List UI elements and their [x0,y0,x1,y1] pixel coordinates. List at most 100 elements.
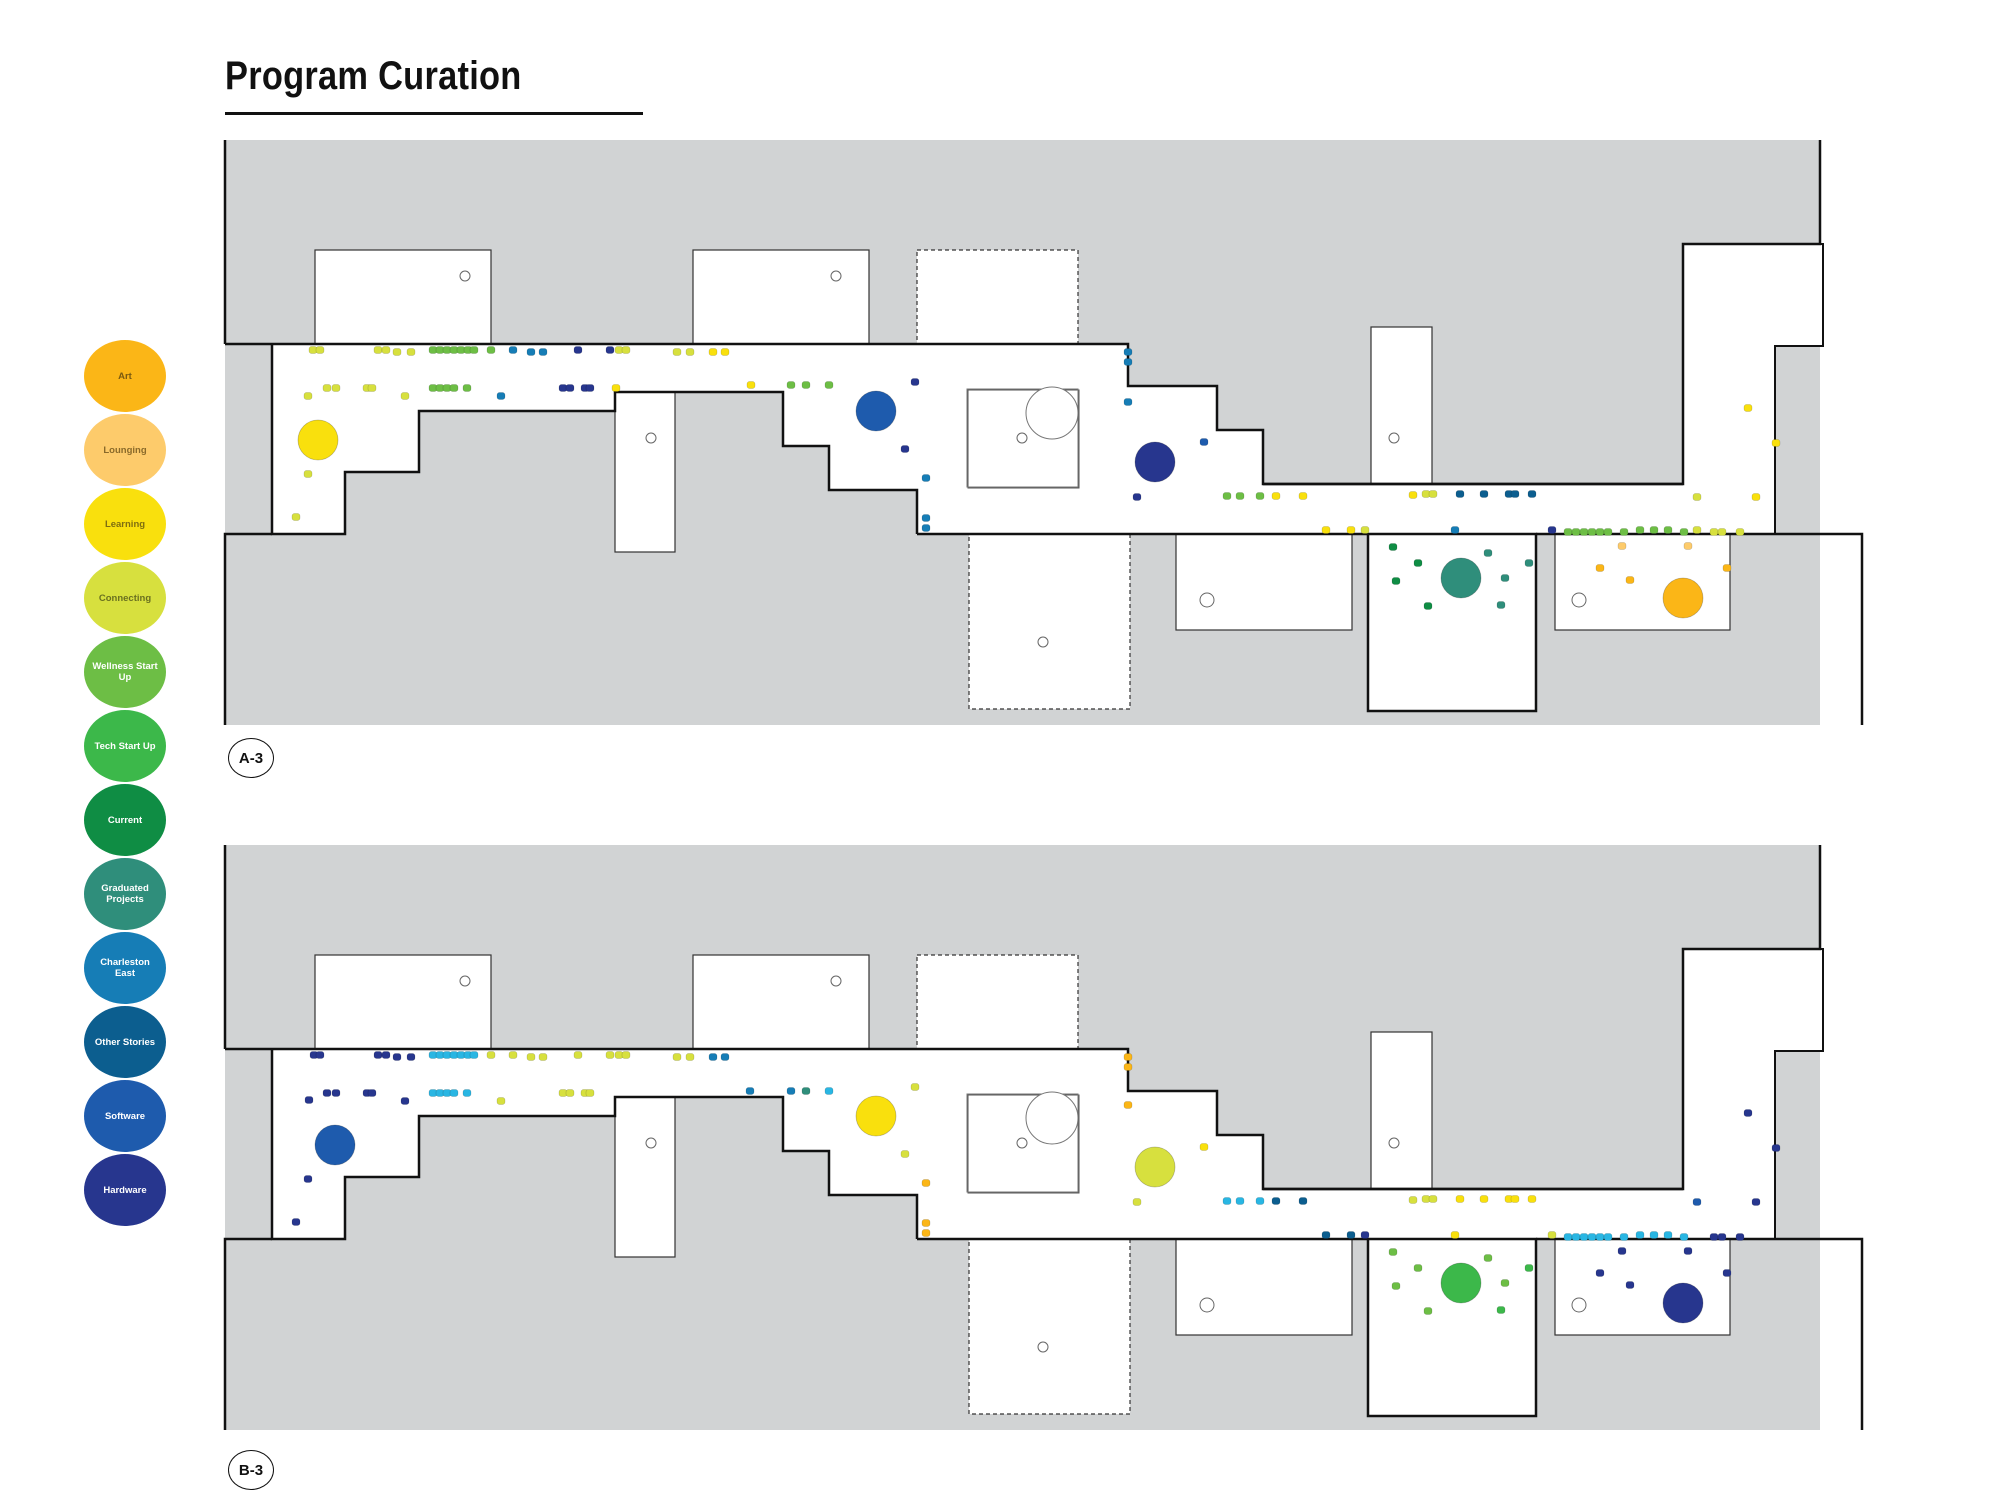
program-marker-hardware [367,1089,377,1097]
program-marker-connecting [910,1083,920,1091]
legend-label: Connecting [98,592,152,604]
legend-item-hardware[interactable]: Hardware [84,1154,166,1226]
program-marker-connecting [672,1053,682,1061]
legend-item-software[interactable]: Software [84,1080,166,1152]
legend-item-other[interactable]: Other Stories [84,1006,166,1078]
site-area [225,845,1820,1430]
program-marker-connecting [1735,528,1745,536]
program-marker-cyan [449,1089,459,1097]
program-marker-current [1388,543,1398,551]
program-marker-wellness [1571,528,1581,536]
room [1370,326,1433,485]
room-dashed [916,249,1079,345]
program-marker-charleston [538,348,548,356]
door-marker [1388,1137,1400,1149]
program-marker-hardware [373,1051,383,1059]
program-marker-tech [1440,1262,1482,1304]
program-marker-connecting [392,348,402,356]
program-marker-wellness [442,346,452,354]
program-marker-art [1123,1053,1133,1061]
door-marker [1571,1297,1587,1313]
program-marker-wellness [463,346,473,354]
legend-item-art[interactable]: Art [84,340,166,412]
program-marker-hardware [565,384,575,392]
program-marker-cyan [1649,1231,1659,1239]
program-marker-cyan [1235,1197,1245,1205]
program-marker-cyan [428,1051,438,1059]
program-marker-wellness [435,346,445,354]
program-marker-wellness [1649,526,1659,534]
program-marker-cyan [1587,1233,1597,1241]
program-marker-connecting [1421,490,1431,498]
program-marker-tech [1496,1306,1506,1314]
program-marker-software [314,1124,356,1166]
program-marker-learning [1771,439,1781,447]
legend-item-current[interactable]: Current [84,784,166,856]
program-marker-wellness [435,384,445,392]
program-marker-art [1123,1063,1133,1071]
program-marker-software [1692,1198,1702,1206]
program-marker-cyan [435,1089,445,1097]
program-marker-charleston [720,1053,730,1061]
program-marker-wellness [1635,526,1645,534]
program-marker-wellness [1235,492,1245,500]
plan-label-b3: B-3 [228,1450,274,1490]
door-marker [645,432,657,444]
program-marker-art [921,1179,931,1187]
room [1175,533,1353,631]
program-marker-current [1423,602,1433,610]
program-marker-connecting [565,1089,575,1097]
program-marker-lounging [1617,542,1627,550]
program-marker-charleston [1123,398,1133,406]
program-marker-charleston [921,514,931,522]
program-marker-hardware [1360,1231,1370,1239]
legend-label: Learning [104,518,146,530]
program-marker-wellness [1663,526,1673,534]
page-title: Program Curation [225,54,522,98]
program-marker-charleston [786,1087,796,1095]
program-marker-connecting [1547,1231,1557,1239]
room [967,389,1080,489]
program-marker-other [1479,490,1489,498]
program-marker-hardware [381,1051,391,1059]
program-marker-connecting [315,346,325,354]
site-wall-bottom-left [223,1237,272,1430]
room-bold [1366,532,1538,713]
program-marker-connecting [1709,528,1719,536]
program-marker-cyan [1603,1233,1613,1241]
program-marker-hardware [1595,1269,1605,1277]
program-marker-learning [1510,1195,1520,1203]
door-marker [1199,592,1215,608]
legend-item-tech[interactable]: Tech Start Up [84,710,166,782]
program-marker-charleston [921,474,931,482]
program-marker-other [1346,1231,1356,1239]
program-marker-connecting [1692,493,1702,501]
program-marker-connecting [526,1053,536,1061]
program-marker-connecting [685,1053,695,1061]
legend-item-connecting[interactable]: Connecting [84,562,166,634]
program-marker-hardware [291,1218,301,1226]
legend-label: Charleston East [100,957,150,979]
legend-item-learning[interactable]: Learning [84,488,166,560]
corridor-wall-inner [270,344,919,536]
program-marker-cyan [1571,1233,1581,1241]
legend-item-charleston[interactable]: Charleston East [84,932,166,1004]
program-marker-learning [611,384,621,392]
legend-item-lounging[interactable]: Lounging [84,414,166,486]
program-marker-connecting [1360,526,1370,534]
program-marker-charleston [496,392,506,400]
program-marker-learning [1527,1195,1537,1203]
room-bold [1366,1237,1538,1418]
program-marker-charleston [1123,358,1133,366]
program-marker-hardware [1617,1247,1627,1255]
program-marker-cyan [1595,1233,1605,1241]
corridor-wall-bottom-right [1536,1237,1864,1430]
program-marker-wellness [824,381,834,389]
program-marker-connecting [291,513,301,521]
legend-item-graduated[interactable]: Graduated Projects [84,858,166,930]
program-marker-cyan [435,1051,445,1059]
legend-item-wellness[interactable]: Wellness Start Up [84,636,166,708]
program-marker-wellness [1563,528,1573,536]
program-marker-learning [1504,1195,1514,1203]
